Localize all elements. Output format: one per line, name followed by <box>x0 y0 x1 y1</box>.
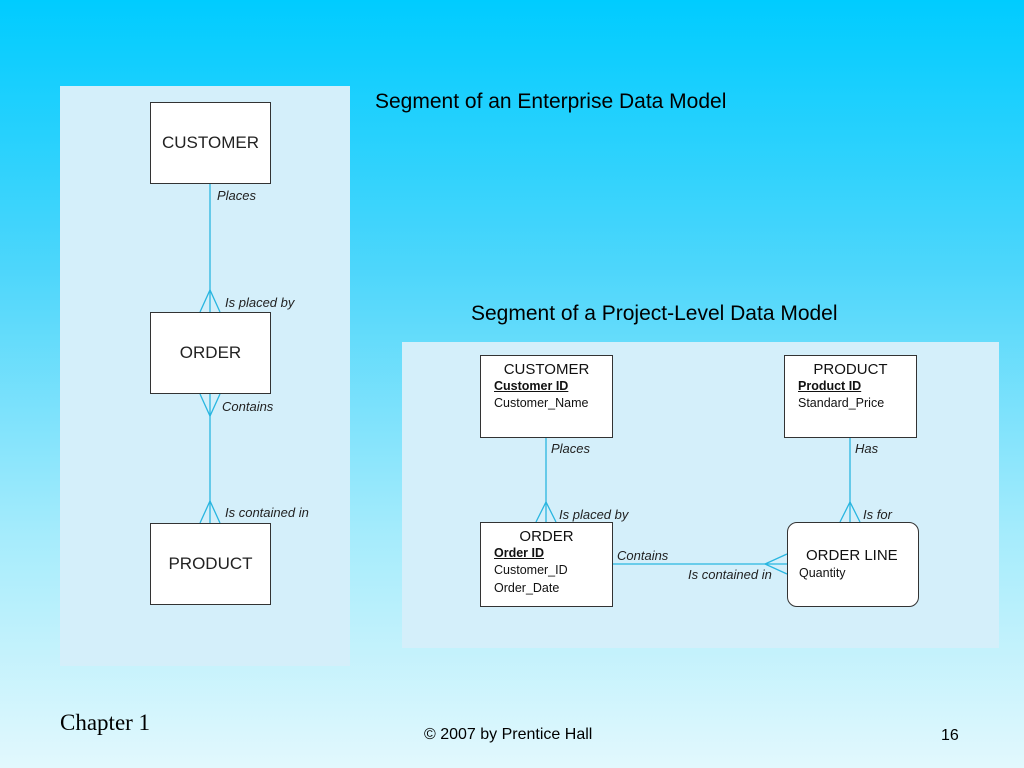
crows-foot-product-top <box>199 499 221 524</box>
entity-name: ORDER <box>179 343 242 362</box>
rel-places: Places <box>551 441 591 456</box>
project-order-line-entity: ORDER LINE Quantity <box>787 522 919 607</box>
attribute: Customer_Name <box>494 396 589 410</box>
project-order-entity: ORDER Order ID Customer_ID Order_Date <box>480 522 613 607</box>
attribute: Customer_ID <box>494 563 568 577</box>
chapter-label: Chapter 1 <box>60 710 151 735</box>
rel-is-placed-by: Is placed by <box>225 295 295 310</box>
rel-is-contained-in: Is contained in <box>688 567 772 582</box>
crows-foot-order-bottom <box>199 393 221 418</box>
rel-is-for: Is for <box>863 507 892 522</box>
primary-key: Product ID <box>798 379 862 393</box>
enterprise-customer-entity: CUSTOMER <box>150 102 271 184</box>
attribute: Standard_Price <box>798 396 885 410</box>
entity-name: CUSTOMER <box>503 361 590 378</box>
project-product-entity: PRODUCT Product ID Standard_Price <box>784 355 917 438</box>
rel-places: Places <box>217 188 257 203</box>
page-number: 16 <box>941 727 959 744</box>
entity-name: CUSTOMER <box>162 133 259 152</box>
rel-contains: Contains <box>617 548 669 563</box>
entity-name: PRODUCT <box>813 361 888 378</box>
attribute: Quantity <box>799 566 846 580</box>
p-crows-foot-orderline <box>839 500 861 523</box>
p-crows-foot-orderline-left <box>763 553 788 575</box>
project-model-title: Segment of a Project-Level Data Model <box>471 302 838 325</box>
project-customer-entity: CUSTOMER Customer ID Customer_Name <box>480 355 613 438</box>
rel-has: Has <box>855 441 879 456</box>
entity-name: ORDER <box>519 528 574 545</box>
rel-is-placed-by: Is placed by <box>559 507 629 522</box>
rel-is-contained-in: Is contained in <box>225 505 309 520</box>
copyright-text: © 2007 by Prentice Hall <box>424 726 593 743</box>
primary-key: Customer ID <box>494 379 569 393</box>
enterprise-product-entity: PRODUCT <box>150 523 271 605</box>
enterprise-model-title: Segment of an Enterprise Data Model <box>375 90 727 113</box>
p-crows-foot-order <box>535 500 557 523</box>
entity-name: ORDER LINE <box>806 547 898 564</box>
primary-key: Order ID <box>494 546 545 560</box>
attribute: Order_Date <box>494 581 560 595</box>
enterprise-order-entity: ORDER <box>150 312 271 394</box>
entity-name: PRODUCT <box>168 554 253 573</box>
rel-contains: Contains <box>222 399 274 414</box>
crows-foot-order-top <box>199 288 221 313</box>
